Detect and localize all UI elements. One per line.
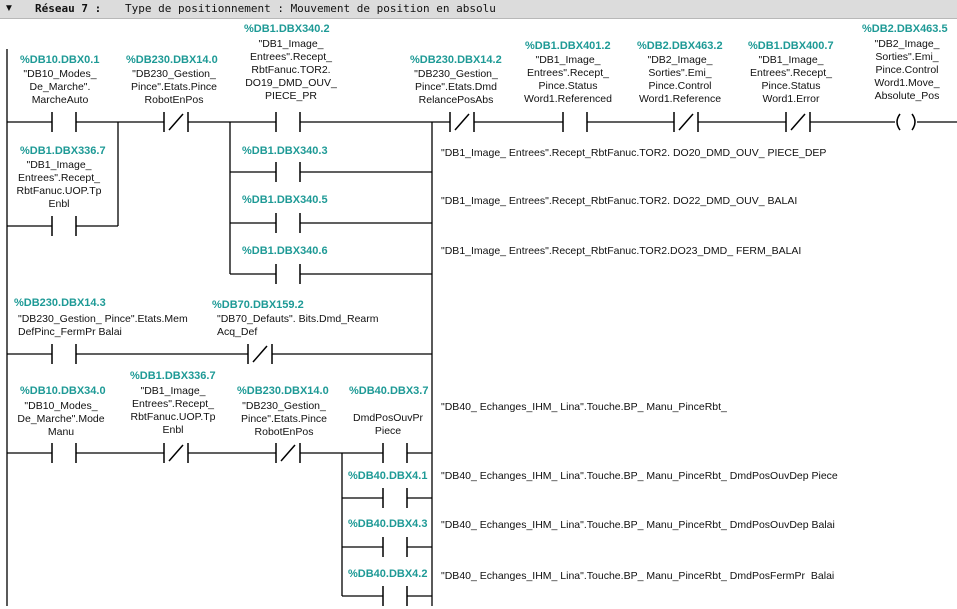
- contact-addr-db40-dbx4-2[interactable]: %DB40.DBX4.2: [348, 568, 428, 580]
- contact-symbol-error[interactable]: "DB1_Image_ Entrees".Recept_ Pince.Statu…: [750, 54, 832, 105]
- no-contact-dmd-pos-ouv-dep-balai[interactable]: [380, 537, 410, 557]
- contact-addr-db10-dbx34-0[interactable]: %DB10.DBX34.0: [20, 385, 106, 397]
- contact-addr-db40-dbx3-7[interactable]: %DB40.DBX3.7: [349, 385, 429, 397]
- contact-symbol-referenced[interactable]: "DB1_Image_ Entrees".Recept_ Pince.Statu…: [524, 54, 612, 105]
- contact-addr-db1-dbx340-2[interactable]: %DB1.DBX340.2: [244, 23, 330, 35]
- annotation-dmd-pos-ferm-pr-balai[interactable]: "DB40_ Echanges_IHM_ Lina".Touche.BP_ Ma…: [441, 570, 835, 582]
- contact-symbol-dmd-pos-ouv-pr-piece[interactable]: DmdPosOuvPr Piece: [352, 412, 424, 437]
- contact-symbol-pince-robot-en-pos-b[interactable]: "DB230_Gestion_ Pince".Etats.Pince Robot…: [240, 400, 328, 438]
- no-contact-referenced[interactable]: [560, 112, 590, 132]
- no-contact-mem-def-pinc[interactable]: [49, 344, 79, 364]
- annotation-dmd-pos-ouv-dep-piece[interactable]: "DB40_ Echanges_IHM_ Lina".Touche.BP_ Ma…: [441, 470, 838, 482]
- contact-addr-db1-dbx401-2[interactable]: %DB1.DBX401.2: [525, 40, 611, 52]
- annotation-do22[interactable]: "DB1_Image_ Entrees".Recept_RbtFanuc.TOR…: [441, 195, 798, 207]
- contact-symbol-mode-manu[interactable]: "DB10_Modes_ De_Marche".Mode Manu: [17, 400, 105, 438]
- contact-addr-db1-dbx340-6[interactable]: %DB1.DBX340.6: [242, 245, 328, 257]
- contact-symbol-mem-def-pinc[interactable]: "DB230_Gestion_ Pince".Etats.Mem DefPinc…: [18, 313, 188, 338]
- no-contact-dmd-pos-ferm-pr-balai[interactable]: [380, 586, 410, 606]
- contact-addr-db2-dbx463-2[interactable]: %DB2.DBX463.2: [637, 40, 723, 52]
- contact-symbol-tp-enbl-a[interactable]: "DB1_Image_ Entrees".Recept_ RbtFanuc.UO…: [16, 159, 102, 210]
- nc-contact-dmd-rearm[interactable]: [245, 344, 275, 364]
- contact-addr-db1-dbx336-7-a[interactable]: %DB1.DBX336.7: [20, 145, 106, 157]
- contact-symbol-tp-enbl-b[interactable]: "DB1_Image_ Entrees".Recept_ RbtFanuc.UO…: [130, 385, 216, 436]
- nc-contact-dmd-relance-pos-abs[interactable]: [447, 112, 477, 132]
- no-contact-tp-enbl-a[interactable]: [49, 216, 79, 236]
- no-contact-dmd-pos-ouv-pr-piece[interactable]: [380, 443, 410, 463]
- contact-addr-db1-dbx340-3[interactable]: %DB1.DBX340.3: [242, 145, 328, 157]
- contact-symbol-pince-robot-en-pos[interactable]: "DB230_Gestion_ Pince".Etats.Pince Robot…: [130, 68, 218, 106]
- contact-addr-db230-dbx14-3[interactable]: %DB230.DBX14.3: [14, 297, 106, 309]
- network-title: Réseau 7 :: [35, 2, 102, 15]
- ladder-network: %DB10.DBX0.1 "DB10_Modes_ De_Marche". Ma…: [0, 19, 957, 606]
- contact-addr-db40-dbx4-3[interactable]: %DB40.DBX4.3: [348, 518, 428, 530]
- nc-contact-error[interactable]: [783, 112, 813, 132]
- ladder-wires: [6, 49, 957, 606]
- contact-addr-db230-dbx14-0-b[interactable]: %DB230.DBX14.0: [237, 385, 329, 397]
- annotation-do23[interactable]: "DB1_Image_ Entrees".Recept_RbtFanuc.TOR…: [441, 245, 802, 257]
- no-contact-dmd-pos-ouv-dep-piece[interactable]: [380, 488, 410, 508]
- coil-symbol-move-absolute-pos[interactable]: "DB2_Image_ Sorties".Emi_ Pince.Control …: [874, 38, 940, 102]
- no-contact-do22[interactable]: [273, 213, 303, 233]
- nc-contact-reference[interactable]: [671, 112, 701, 132]
- contact-addr-db230-dbx14-0[interactable]: %DB230.DBX14.0: [126, 54, 218, 66]
- annotation-dmd-pos-ouv-dep-balai[interactable]: "DB40_ Echanges_IHM_ Lina".Touche.BP_ Ma…: [441, 519, 835, 531]
- coil-move-absolute-pos[interactable]: [891, 112, 921, 132]
- annotation-do20[interactable]: "DB1_Image_ Entrees".Recept_RbtFanuc.TOR…: [441, 147, 827, 159]
- network-description: Type de positionnement : Mouvement de po…: [125, 2, 496, 15]
- collapse-triangle-icon[interactable]: ▼: [4, 3, 14, 14]
- contact-symbol-dmd-relance-pos-abs[interactable]: "DB230_Gestion_ Pince".Etats.Dmd Relance…: [414, 68, 498, 106]
- contact-addr-db230-dbx14-2[interactable]: %DB230.DBX14.2: [410, 54, 502, 66]
- contact-addr-db40-dbx4-1[interactable]: %DB40.DBX4.1: [348, 470, 428, 482]
- contact-symbol-dmd-rearm[interactable]: "DB70_Defauts". Bits.Dmd_Rearm Acq_Def: [217, 313, 379, 338]
- network-header[interactable]: ▼ Réseau 7 : Type de positionnement : Mo…: [0, 0, 957, 19]
- contact-addr-db1-dbx336-7-b[interactable]: %DB1.DBX336.7: [130, 370, 216, 382]
- nc-contact-pince-robot-en-pos[interactable]: [161, 112, 191, 132]
- no-contact-marche-auto[interactable]: [49, 112, 79, 132]
- coil-addr-db2-dbx463-5[interactable]: %DB2.DBX463.5: [862, 23, 948, 35]
- no-contact-do19[interactable]: [273, 112, 303, 132]
- contact-addr-db10-dbx0-1[interactable]: %DB10.DBX0.1: [20, 54, 100, 66]
- no-contact-mode-manu[interactable]: [49, 443, 79, 463]
- contact-addr-db1-dbx340-5[interactable]: %DB1.DBX340.5: [242, 194, 328, 206]
- nc-contact-tp-enbl-b[interactable]: [161, 443, 191, 463]
- contact-symbol-do19[interactable]: "DB1_Image_ Entrees".Recept_ RbtFanuc.TO…: [245, 38, 337, 102]
- no-contact-do20[interactable]: [273, 162, 303, 182]
- annotation-manu-pince-rbt[interactable]: "DB40_ Echanges_IHM_ Lina".Touche.BP_ Ma…: [441, 401, 727, 413]
- nc-contact-pince-robot-en-pos-b[interactable]: [273, 443, 303, 463]
- no-contact-do23[interactable]: [273, 264, 303, 284]
- contact-symbol-marche-auto[interactable]: "DB10_Modes_ De_Marche". MarcheAuto: [23, 68, 97, 106]
- contact-addr-db70-dbx159-2[interactable]: %DB70.DBX159.2: [212, 299, 304, 311]
- contact-symbol-reference[interactable]: "DB2_Image_ Sorties".Emi_ Pince.Control …: [638, 54, 722, 105]
- contact-addr-db1-dbx400-7[interactable]: %DB1.DBX400.7: [748, 40, 834, 52]
